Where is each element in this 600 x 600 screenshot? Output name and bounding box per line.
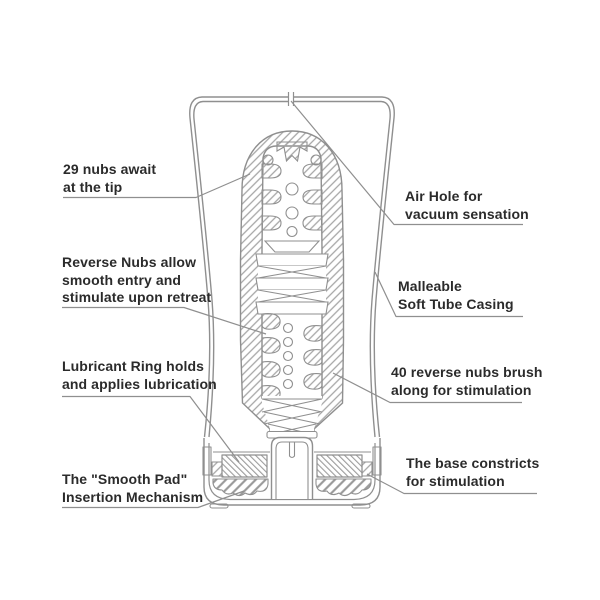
rib-section [255,240,329,315]
base-assembly [202,430,382,509]
tip-nubs [261,141,323,238]
leader-lubricant-ring [62,395,240,463]
insertion-channel [266,430,318,499]
reverse-nubs [261,313,323,402]
label-forty-nubs: 40 reverse nubs brush along for stimulat… [391,364,543,398]
label-nubs-tip: 29 nubs await at the tip [63,161,157,195]
label-air-hole: Air Hole for vacuum sensation [405,188,529,222]
label-base-constricts: The base constricts for stimulation [406,455,540,489]
label-malleable: Malleable Soft Tube Casing [398,278,514,312]
inner-sleeve [239,130,345,436]
leader-reverse-nubs [62,306,267,335]
leader-nubs-tip [63,173,251,199]
leader-forty-nubs [332,372,522,404]
lubricant-ring-right [316,454,363,478]
label-reverse-nubs: Reverse Nubs allow smooth entry and stim… [62,254,212,305]
leader-smooth-pad [62,490,245,509]
smooth-pad-left [212,478,269,497]
bellows-constriction [261,396,323,436]
label-lubricant-ring: Lubricant Ring holds and applies lubrica… [62,358,217,392]
smooth-pad-right [315,478,372,497]
label-smooth-pad: The "Smooth Pad" Insertion Mechanism [62,471,204,505]
leader-air-hole [290,100,523,226]
leader-malleable [374,271,523,318]
leader-base-constricts [366,473,537,495]
lubricant-ring-left [221,454,268,478]
leader-lines [62,100,537,509]
